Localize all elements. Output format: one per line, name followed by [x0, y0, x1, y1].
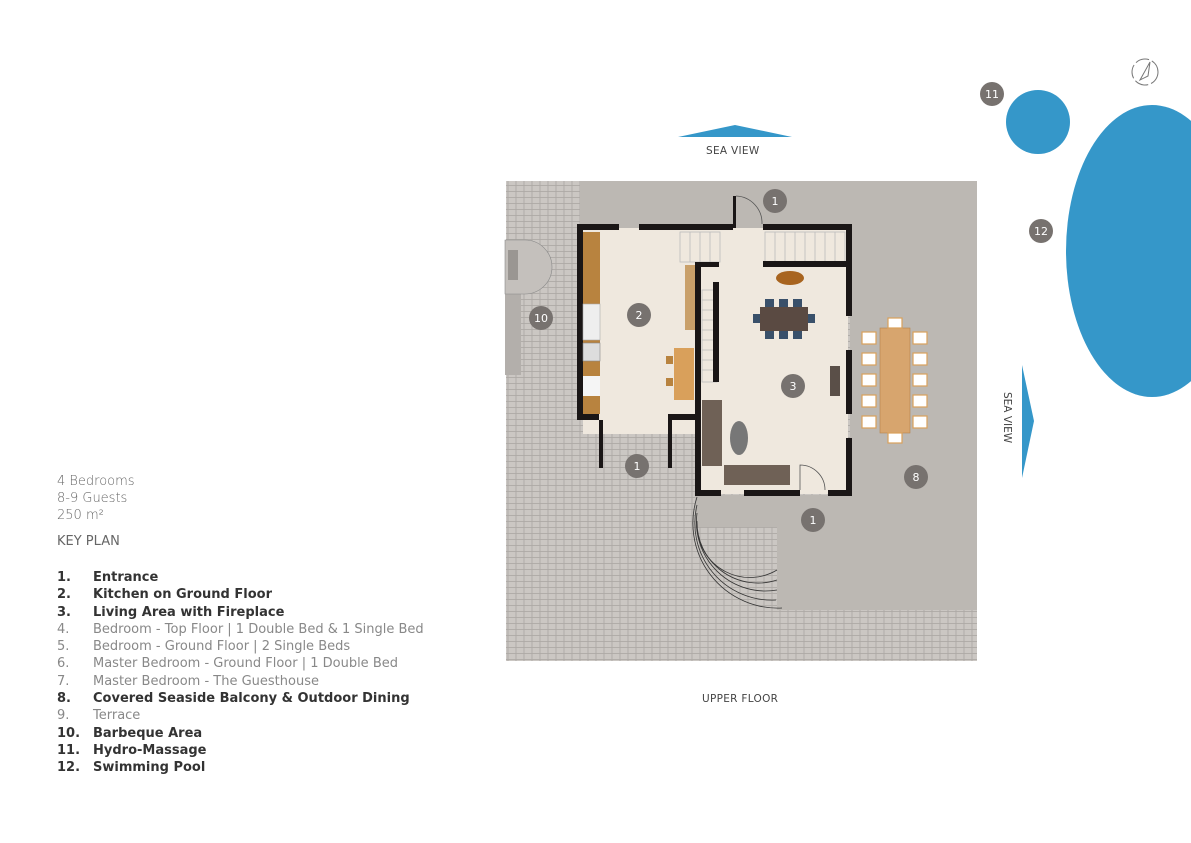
key-item-label: Barbeque Area	[93, 725, 203, 741]
sea-view-right-label: SEA VIEW	[1001, 392, 1013, 444]
key-item: 6. Master Bedroom - Ground Floor | 1 Doub…	[57, 655, 424, 672]
sofa-set	[702, 400, 790, 485]
guests-count: 8-9 Guests	[57, 491, 128, 506]
key-item-label: Master Bedroom - Ground Floor | 1 Double…	[93, 656, 398, 672]
svg-text:10: 10	[534, 312, 548, 325]
barbeque-grill	[504, 239, 553, 375]
svg-text:1: 1	[810, 514, 817, 527]
key-item: 8. Covered Seaside Balcony & Outdoor Dini…	[57, 690, 424, 707]
hall-floor	[695, 228, 848, 264]
marker-kitchen: 2	[627, 303, 651, 327]
property-summary: 4 Bedrooms 8-9 Guests 250 m²	[57, 473, 135, 524]
key-item-label: Covered Seaside Balcony & Outdoor Dining	[93, 691, 410, 707]
key-item-number: 6.	[57, 656, 70, 672]
walls	[577, 196, 852, 496]
marker-swimming-pool: 12	[1029, 219, 1053, 243]
key-item-label: Hydro-Massage	[93, 742, 207, 758]
key-item: 1. Entrance	[57, 569, 424, 586]
key-item-label: Bedroom - Ground Floor | 2 Single Beds	[93, 639, 351, 655]
tv-unit	[830, 366, 840, 396]
svg-text:1: 1	[634, 460, 641, 473]
marker-barbeque: 10	[529, 306, 553, 330]
key-item-label: Bedroom - Top Floor | 1 Double Bed & 1 S…	[93, 621, 424, 637]
key-item-number: 1.	[57, 570, 71, 585]
key-item: 3. Living Area with Fireplace	[57, 604, 424, 621]
key-item-number: 3.	[57, 604, 71, 620]
key-item: 11. Hydro-Massage	[57, 742, 424, 759]
key-item-label: Swimming Pool	[93, 760, 206, 776]
entrance-door	[735, 195, 763, 225]
key-item-number: 10.	[57, 725, 81, 741]
marker-entrance-bottom: 1	[801, 508, 825, 532]
key-item: 5. Bedroom - Ground Floor | 2 Single Beds	[57, 638, 424, 655]
key-item: 10. Barbeque Area	[57, 725, 424, 742]
key-item-number: 9.	[57, 708, 70, 724]
kitchen-table	[666, 348, 694, 400]
dining-table	[753, 299, 815, 339]
key-plan-title: KEY PLAN	[57, 534, 120, 549]
swimming-pool	[1066, 105, 1191, 397]
outdoor-dining-table	[861, 317, 928, 444]
key-plan-list: 1. Entrance 2. Kitchen on Ground Floor 3. Liv…	[57, 569, 424, 777]
marker-hydro-massage: 11	[980, 82, 1004, 106]
key-item-number: 4.	[57, 621, 70, 637]
svg-text:11: 11	[985, 88, 999, 101]
key-item-number: 2.	[57, 587, 71, 603]
fireplace	[776, 271, 804, 285]
key-item-label: Entrance	[93, 570, 159, 585]
bedrooms-count: 4 Bedrooms	[57, 474, 135, 489]
hydro-massage-pool	[1006, 90, 1070, 154]
floor-label: UPPER FLOOR	[702, 693, 779, 705]
svg-text:8: 8	[913, 471, 920, 484]
sea-view-right-arrow-icon	[1022, 365, 1034, 478]
key-item: 2. Kitchen on Ground Floor	[57, 586, 424, 603]
key-item-number: 7.	[57, 673, 70, 689]
svg-text:3: 3	[790, 380, 797, 393]
key-item-number: 12.	[57, 760, 81, 776]
curved-steps	[692, 496, 783, 609]
covered-deck	[580, 181, 977, 610]
kitchen-counter	[582, 232, 695, 414]
sea-view-top-label: SEA VIEW	[706, 145, 760, 157]
key-item: 4. Bedroom - Top Floor | 1 Double Bed & 1…	[57, 621, 424, 638]
svg-text:12: 12	[1034, 225, 1048, 238]
marker-entrance-kitchen: 1	[625, 454, 649, 478]
sea-view-top-arrow-icon	[678, 125, 792, 137]
key-item-label: Master Bedroom - The Guesthouse	[93, 673, 319, 689]
area-size: 250 m²	[57, 508, 104, 523]
marker-living: 3	[781, 374, 805, 398]
key-item-label: Terrace	[93, 708, 141, 724]
key-item: 9. Terrace	[57, 707, 424, 724]
key-item-number: 11.	[57, 742, 81, 758]
key-item: 7. Master Bedroom - The Guesthouse	[57, 673, 424, 690]
key-item: 12. Swimming Pool	[57, 759, 424, 776]
key-item-number: 5.	[57, 639, 70, 655]
key-item-label: Living Area with Fireplace	[93, 604, 285, 620]
marker-entrance-top: 1	[763, 189, 787, 213]
living-door	[799, 464, 826, 491]
compass-icon	[1131, 58, 1159, 86]
marker-balcony: 8	[904, 465, 928, 489]
svg-text:1: 1	[772, 195, 779, 208]
key-item-label: Kitchen on Ground Floor	[93, 587, 272, 603]
svg-text:2: 2	[636, 309, 643, 322]
key-item-number: 8.	[57, 691, 71, 707]
